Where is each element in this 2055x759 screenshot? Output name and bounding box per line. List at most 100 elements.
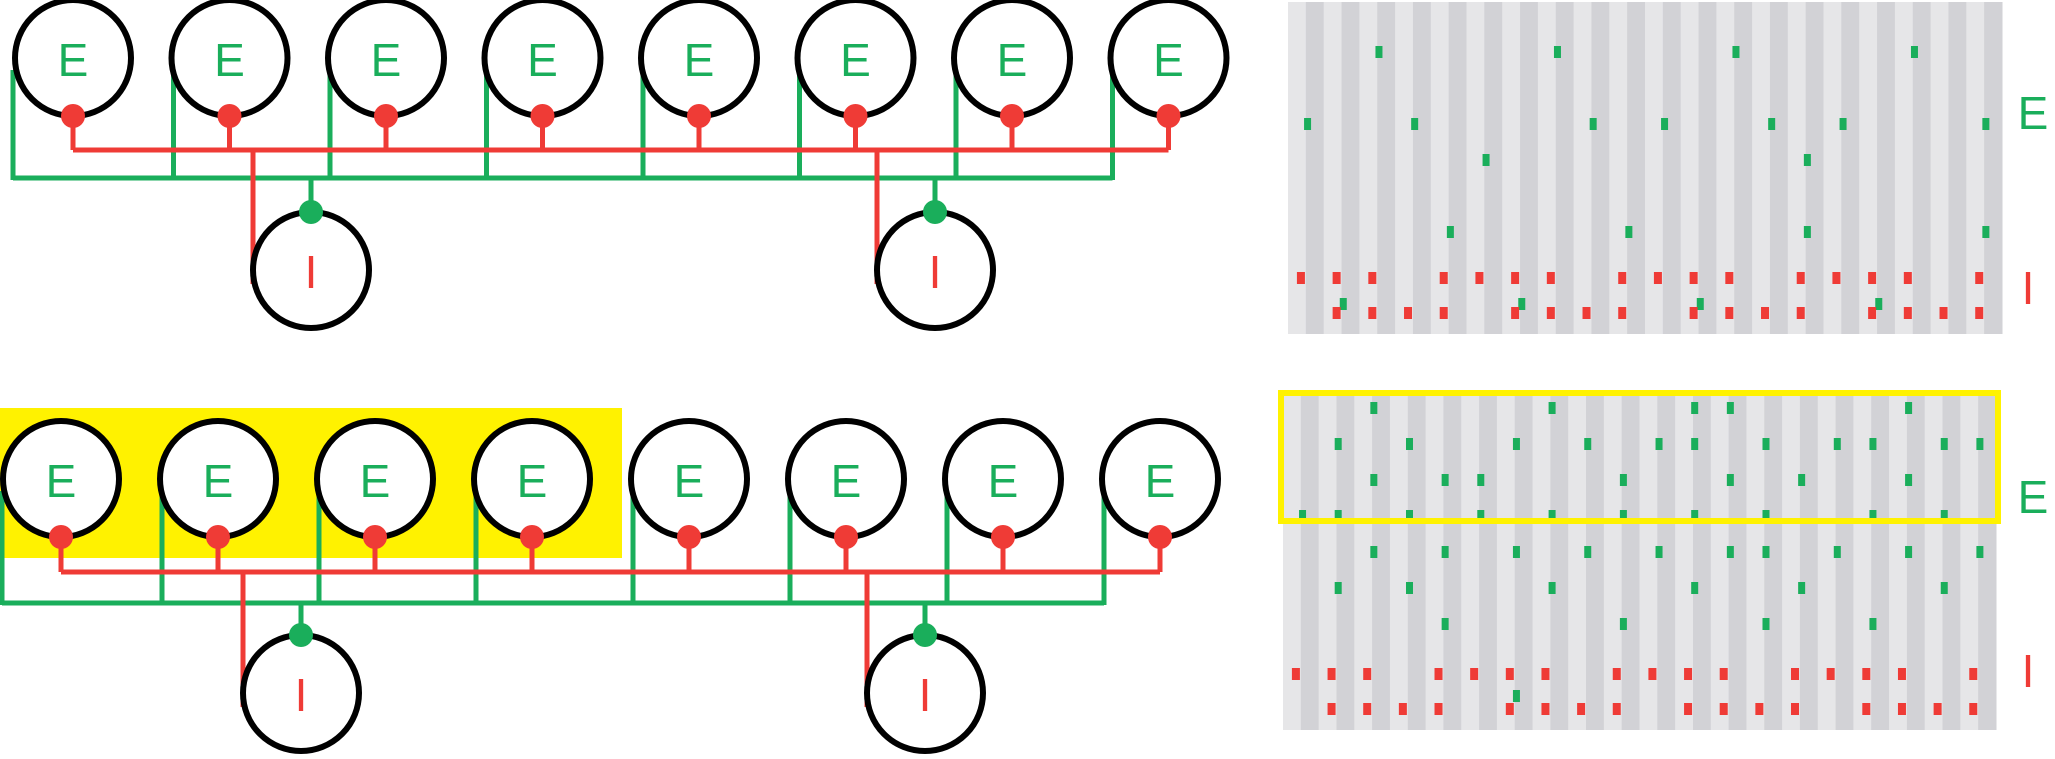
inhibitory-spike	[1862, 703, 1871, 715]
excitatory-spike	[1334, 582, 1342, 594]
excitatory-spike	[1553, 46, 1561, 58]
raster-stripe	[1799, 393, 1819, 730]
excitatory-synapse	[913, 623, 937, 647]
inhibitory-spike	[1434, 668, 1443, 680]
raster-stripe	[1984, 2, 2003, 334]
raster-stripe	[1372, 393, 1391, 730]
inhibitory-neuron-label: I	[919, 669, 932, 721]
raster-stripe	[1906, 393, 1926, 730]
inhibitory-spike	[1868, 307, 1877, 319]
raster-stripe	[1354, 393, 1373, 730]
raster-stripe	[1461, 393, 1480, 730]
inhibitory-spike	[1511, 272, 1520, 284]
raster-stripe	[1479, 393, 1498, 730]
raster-stripe	[1323, 2, 1343, 334]
raster-stripe	[1591, 2, 1610, 334]
excitatory-spike	[1548, 582, 1556, 594]
raster-stripe	[1645, 2, 1664, 334]
excitatory-spike	[1982, 118, 1990, 130]
raster-stripe	[1484, 2, 1503, 334]
inhibitory-synapse	[217, 104, 242, 128]
inhibitory-spike	[1826, 668, 1835, 680]
excitatory-spike	[1375, 46, 1383, 58]
inhibitory-spike	[1332, 307, 1341, 319]
inhibitory-synapse	[1156, 104, 1181, 128]
inhibitory-spike	[1582, 307, 1591, 319]
excitatory-neuron-label: E	[1153, 34, 1184, 86]
excitatory-neuron-label: E	[371, 34, 402, 86]
inhibitory-spike	[1541, 668, 1550, 680]
raster-stripe	[1728, 393, 1747, 730]
inhibitory-synapse	[834, 525, 858, 549]
excitatory-neuron-label: E	[214, 34, 245, 86]
inhibitory-spike	[1897, 668, 1906, 680]
raster-stripe	[1425, 393, 1444, 730]
excitatory-spike	[1833, 546, 1841, 558]
raster-label-excitatory: E	[2018, 87, 2049, 139]
excitatory-neuron-label: E	[840, 34, 871, 86]
excitatory-spike	[1869, 618, 1877, 630]
raster-stripe	[1283, 393, 1302, 730]
raster-stripe	[1859, 2, 1878, 334]
excitatory-spike	[1370, 402, 1378, 414]
raster-stripe	[1377, 2, 1396, 334]
inhibitory-spike	[1933, 703, 1942, 715]
raster-stripe	[1769, 2, 1789, 334]
excitatory-spike	[1869, 510, 1877, 522]
excitatory-spike	[1833, 438, 1841, 450]
excitatory-spike	[1441, 474, 1449, 486]
excitatory-spike	[1334, 510, 1342, 522]
excitatory-neuron-label: E	[684, 34, 715, 86]
raster-stripe	[1603, 393, 1623, 730]
inhibitory-spike	[1541, 703, 1550, 715]
raster-stripe	[1430, 2, 1450, 334]
excitatory-spike	[1905, 402, 1913, 414]
inhibitory-spike	[1398, 703, 1407, 715]
excitatory-spike	[1661, 118, 1669, 130]
spike-raster	[1278, 390, 2001, 730]
excitatory-spike	[1655, 438, 1663, 450]
raster-stripe	[1948, 2, 1967, 334]
inhibitory-spike	[1505, 703, 1514, 715]
excitatory-spike	[1762, 510, 1770, 522]
excitatory-spike	[1482, 154, 1490, 166]
raster-stripe	[1841, 2, 1860, 334]
excitatory-spike	[1940, 582, 1948, 594]
excitatory-spike	[1589, 118, 1597, 130]
inhibitory-spike	[1618, 272, 1627, 284]
excitatory-spike	[1762, 546, 1770, 558]
inhibitory-spike	[1546, 272, 1555, 284]
inhibitory-synapse	[991, 525, 1015, 549]
inhibitory-spike	[1832, 272, 1841, 284]
raster-stripe	[1675, 393, 1694, 730]
inhibitory-spike	[1439, 272, 1448, 284]
raster-stripe	[1912, 2, 1932, 334]
raster-stripe	[1407, 393, 1427, 730]
excitatory-synapse	[289, 623, 313, 647]
excitatory-spike	[1441, 546, 1449, 558]
raster-stripe	[1341, 2, 1360, 334]
inhibitory-synapse	[374, 104, 398, 128]
raster-stripe	[1448, 2, 1467, 334]
inhibitory-spike	[1505, 668, 1514, 680]
excitatory-neuron-label: E	[997, 34, 1028, 86]
inhibitory-spike	[1761, 307, 1770, 319]
excitatory-spike	[1548, 510, 1556, 522]
raster-stripe	[1782, 393, 1801, 730]
excitatory-spike	[1726, 546, 1734, 558]
excitatory-spike	[1619, 474, 1627, 486]
inhibitory-spike	[1470, 668, 1479, 680]
excitatory-spike	[1905, 546, 1913, 558]
raster-stripe	[1716, 2, 1735, 334]
raster-stripe	[1573, 2, 1592, 334]
excitatory-spike	[1691, 510, 1699, 522]
inhibitory-spike	[1577, 703, 1586, 715]
inhibitory-spike	[1511, 307, 1520, 319]
excitatory-spike	[1405, 510, 1413, 522]
inhibitory-spike	[1684, 668, 1693, 680]
excitatory-spike	[1446, 226, 1454, 238]
excitatory-spike	[1976, 546, 1984, 558]
inhibitory-spike	[1719, 668, 1728, 680]
raster-stripe	[1520, 2, 1539, 334]
